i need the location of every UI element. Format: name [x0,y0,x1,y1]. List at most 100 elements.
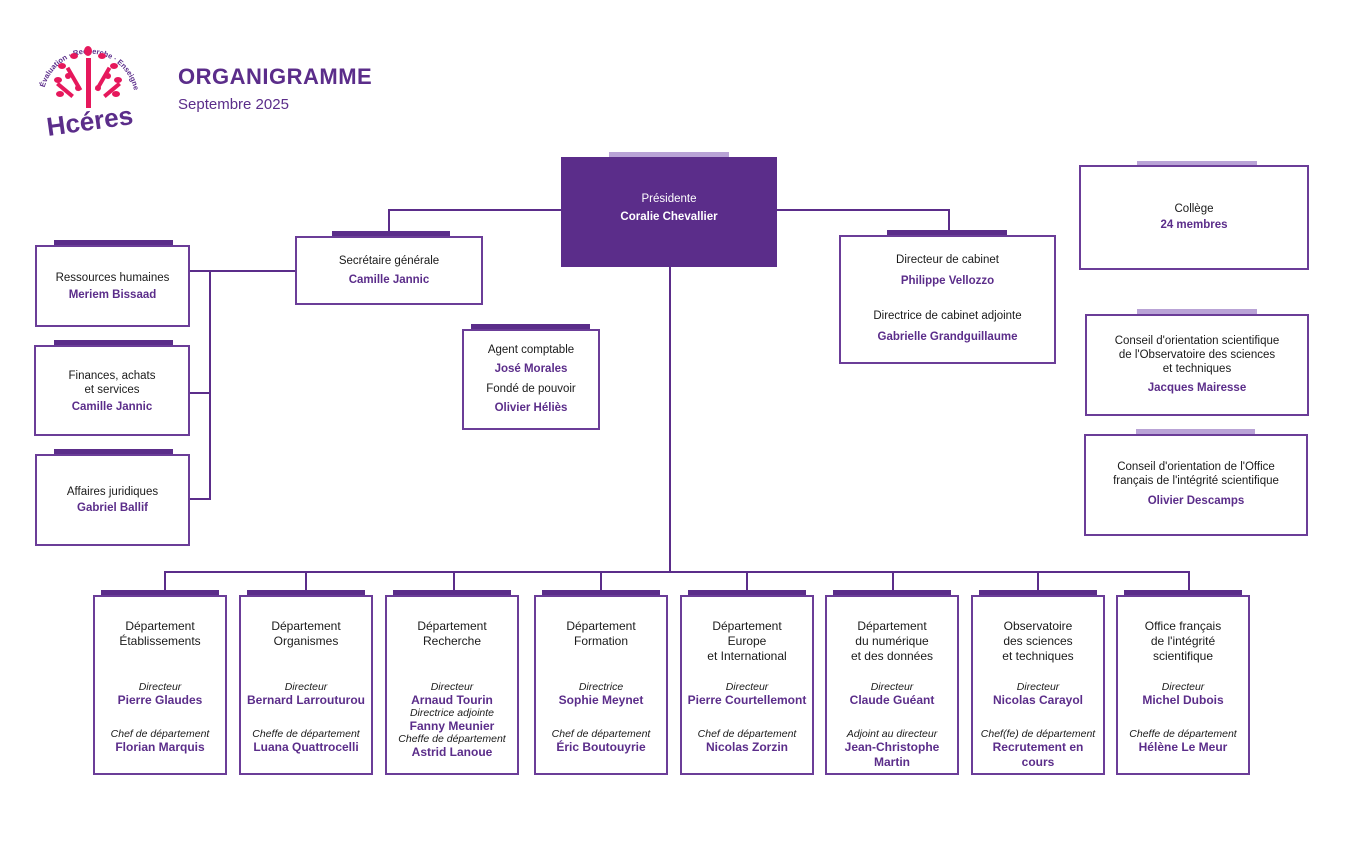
council-role: français de l'intégrité scientifique [1113,475,1279,487]
department-name-line: Europe [727,634,767,648]
cabinet-director-name: Philippe Vellozzo [900,275,995,287]
secretariat-box[interactable]: Secrétaire générale Camille Jannic [295,236,483,305]
person-title: Directeur [284,681,328,693]
person-name: Jean-Christophe Martin [844,740,940,769]
spacer [536,649,666,664]
person-title: Cheffe de département [398,733,506,745]
svg-text:Hcéres: Hcéres [45,100,135,138]
person-name: Luana Quattrocelli [253,740,359,754]
person-title: Directeur [430,681,474,693]
council-ofis[interactable]: Conseil d'orientation de l'Office frança… [1084,434,1308,536]
person-title: Directeur [1016,681,1060,693]
department-name-line: Organismes [273,634,339,648]
president-box[interactable]: Présidente Coralie Chevallier [561,157,777,267]
person-title: Chef de département [110,728,210,740]
person-name: Fanny Meunier [409,719,495,733]
spacer [95,649,225,664]
secretariat-tab [332,231,450,236]
department-tab [101,590,219,595]
person-title: Directrice adjointe [409,707,495,719]
accounting-tab [471,324,590,329]
secretariat-name: Camille Jannic [348,274,430,286]
deputy-role: Fondé de pouvoir [486,383,576,395]
support-unit-role: Finances, achats [68,370,156,382]
person-name: Bernard Larrouturou [246,693,365,707]
cabinet-box[interactable]: Directeur de cabinet Philippe Vellozzo D… [839,235,1056,364]
cabinet-deputy-name: Gabrielle Grandguillaume [877,331,1018,343]
svg-text:Évaluation · Recherche · Ensei: Évaluation · Recherche · Enseignement su… [30,28,141,91]
person-title: Adjoint au directeur [846,728,938,740]
council-role: Conseil d'orientation de l'Office [1117,461,1275,473]
department-name-line: Département [417,619,487,633]
person-title: Directeur [1161,681,1205,693]
council-role: et techniques [1162,363,1232,375]
support-unit-finance[interactable]: Finances, achats et services Camille Jan… [34,345,190,436]
person-name: Pierre Glaudes [117,693,203,707]
person-name: Pierre Courtellemont [687,693,807,707]
council-role: Conseil d'orientation scientifique [1114,335,1280,347]
person-title: Directeur [725,681,769,693]
department-tab [979,590,1097,595]
support-unit-legal[interactable]: Affaires juridiques Gabriel Ballif [35,454,190,546]
department-tab [1124,590,1242,595]
department-tab [393,590,511,595]
deputy-name: Olivier Héliès [494,402,568,414]
support-unit-name: Meriem Bissaad [68,289,157,301]
secretariat-role: Secrétaire générale [338,255,440,267]
support-unit-role: Ressources humaines [55,272,170,284]
department-name-line: Département [566,619,636,633]
department-tab [247,590,365,595]
department-name-line: scientifique [1152,649,1214,663]
department-name-line: Département [271,619,341,633]
president-tab [609,152,729,157]
hr-tab [54,240,173,245]
support-unit-role: Affaires juridiques [66,486,159,498]
person-title: Directeur [138,681,182,693]
person-name: Hélène Le Meur [1138,740,1228,754]
accounting-role: Agent comptable [487,344,575,356]
council-ost[interactable]: Conseil d'orientation scientifique de l'… [1085,314,1309,416]
person-name: Arnaud Tourin [411,693,493,707]
department-name-line: Établissements [119,634,201,648]
person-name: Claude Guéant [849,693,935,707]
council-college[interactable]: Collège 24 membres [1079,165,1309,270]
support-unit-hr[interactable]: Ressources humaines Meriem Bissaad [35,245,190,327]
ofis-council-tab [1136,429,1255,434]
accounting-box[interactable]: Agent comptable José Morales Fondé de po… [462,329,600,430]
person-title: Directeur [870,681,914,693]
department-name-line: Département [125,619,195,633]
page-title: ORGANIGRAMME [178,64,373,89]
council-name: Jacques Mairesse [1147,382,1247,394]
person-title: Directrice [578,681,624,693]
department-name-line: Formation [573,634,629,648]
person-name: Sophie Meynet [558,693,644,707]
finance-tab [54,340,173,345]
council-role: Collège [1174,203,1214,215]
college-tab [1137,161,1257,166]
page-subtitle: Septembre 2025 [178,96,289,113]
department-name-line: et des données [850,649,934,663]
person-title: Chef de département [697,728,797,740]
hceres-logo: Évaluation · Recherche · Enseignement su… [27,21,148,142]
department-tab [833,590,951,595]
person-name: Michel Dubois [1142,693,1224,707]
department-name-line: du numérique [855,634,929,648]
president-name: Coralie Chevallier [620,211,718,223]
